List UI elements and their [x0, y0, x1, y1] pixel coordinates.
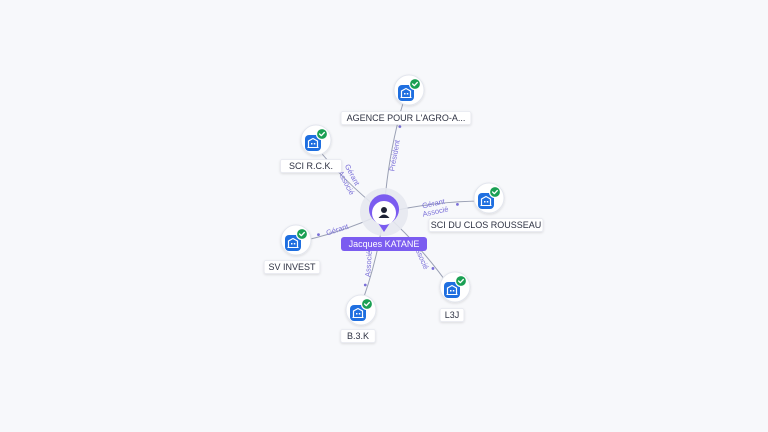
company-node-rck[interactable]: SCI R.C.K.: [280, 124, 342, 173]
svg-text:AGENCE POUR L'AGRO-A...: AGENCE POUR L'AGRO-A...: [347, 113, 466, 123]
person-node[interactable]: Jacques KATANE: [341, 188, 427, 251]
company-node-l3j[interactable]: L3J: [439, 271, 471, 322]
svg-text:SV INVEST: SV INVEST: [268, 262, 316, 272]
company-label: SCI R.C.K.: [280, 159, 342, 173]
edge-arrow-svinvest: [317, 233, 320, 237]
edge-label-svinvest: Gérant: [325, 222, 350, 238]
company-label: SCI DU CLOS ROUSSEAU: [428, 218, 544, 232]
svg-text:SCI R.C.K.: SCI R.C.K.: [289, 161, 333, 171]
building-icon: [350, 305, 366, 321]
svg-text:SCI DU CLOS ROUSSEAU: SCI DU CLOS ROUSSEAU: [431, 220, 542, 230]
svg-text:B.3.K: B.3.K: [347, 331, 369, 341]
svg-text:L3J: L3J: [445, 310, 460, 320]
company-node-agence[interactable]: AGENCE POUR L'AGRO-A...: [340, 74, 472, 125]
building-icon: [478, 193, 494, 209]
company-label: B.3.K: [340, 329, 376, 343]
person-label: Jacques KATANE: [341, 237, 427, 251]
company-label: SV INVEST: [263, 260, 321, 274]
edge-arrow-duclos: [456, 202, 459, 206]
svg-text:Jacques KATANE: Jacques KATANE: [349, 239, 420, 249]
building-icon: [398, 85, 414, 101]
edge-arrow-agence: [398, 125, 402, 128]
check-icon: [295, 227, 309, 241]
company-node-svinvest[interactable]: SV INVEST: [263, 224, 321, 274]
person-icon: [378, 207, 390, 218]
edge-arrow-l3j: [431, 267, 435, 270]
company-node-b3k[interactable]: B.3.K: [340, 294, 377, 343]
check-icon: [315, 127, 329, 141]
edge-arrow-b3k: [363, 283, 367, 287]
edge-label-agence: Président: [387, 138, 402, 172]
building-icon: [444, 282, 460, 298]
check-icon: [360, 297, 374, 311]
check-icon: [454, 274, 468, 288]
company-node-duclos[interactable]: SCI DU CLOS ROUSSEAU: [428, 182, 544, 232]
company-label: L3J: [439, 308, 465, 322]
building-icon: [285, 235, 301, 251]
check-icon: [408, 77, 422, 91]
edge-label-b3k: Associé: [363, 250, 374, 277]
check-icon: [488, 185, 502, 199]
company-label: AGENCE POUR L'AGRO-A...: [340, 111, 472, 125]
building-icon: [305, 135, 321, 151]
